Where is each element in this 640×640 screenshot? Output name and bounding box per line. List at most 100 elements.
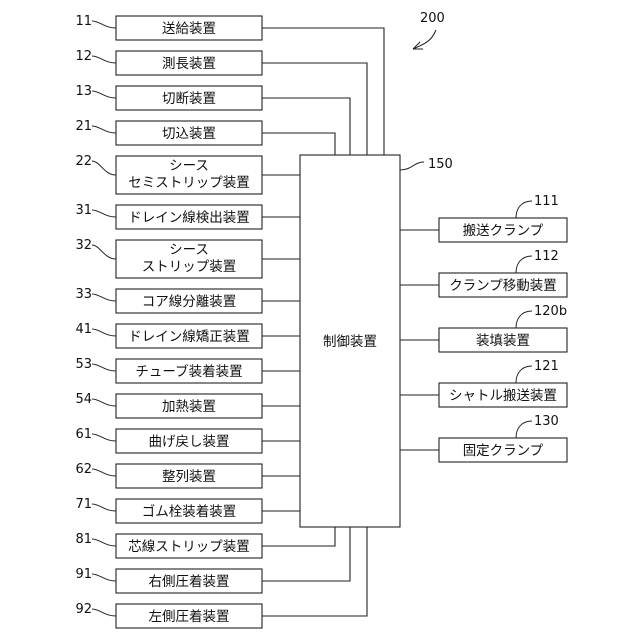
device-ref-61: 61: [75, 427, 92, 442]
device-ref-leader-62: [92, 469, 116, 476]
device-ref-120b: 120b: [534, 304, 567, 319]
right-device-121: シャトル搬送装置 121: [439, 359, 567, 407]
device-label-120b: 装填装置: [476, 333, 530, 349]
device-ref-22: 22: [75, 154, 92, 169]
device-ref-13: 13: [75, 84, 92, 99]
wire-91: [262, 527, 350, 581]
left-device-11: 送給装置 11: [75, 14, 262, 40]
left-device-41: ドレイン線矯正装置 41: [75, 322, 262, 348]
controller: 制御装置 150: [300, 155, 453, 527]
device-ref-11: 11: [75, 14, 92, 29]
device-ref-130: 130: [534, 414, 559, 429]
device-ref-leader-130: [516, 421, 532, 438]
left-device-53: チューブ装着装置 53: [75, 357, 262, 383]
right-devices: 搬送クランプ111 クランプ移動装置 112 装填装置 120b シャトル搬送装置 121 固…: [439, 194, 567, 462]
controller-ref: 150: [428, 157, 453, 172]
device-ref-21: 21: [75, 119, 92, 134]
device-ref-31: 31: [75, 203, 92, 218]
figure-reference: 200: [413, 11, 445, 49]
device-ref-leader-33: [92, 294, 116, 301]
device-ref-41: 41: [75, 322, 92, 337]
device-label-22-line1: シース: [169, 158, 209, 174]
wire-21: [262, 133, 335, 155]
device-label-11: 送給装置: [162, 21, 216, 37]
device-label-62: 整列装置: [162, 469, 216, 485]
device-label-91: 右側圧着装置: [149, 573, 230, 590]
right-device-130: 固定クランプ 130: [439, 414, 567, 462]
device-ref-leader-112: [516, 256, 532, 273]
device-ref-leader-61: [92, 434, 116, 441]
wire-13: [262, 98, 350, 155]
device-label-32-line1: シース: [169, 242, 209, 258]
device-label-12: 測長装置: [162, 56, 216, 72]
device-ref-leader-111: [516, 201, 532, 218]
left-device-71: ゴム栓装着装置 71: [75, 497, 262, 523]
device-ref-53: 53: [75, 357, 92, 372]
device-ref-leader-81: [92, 539, 116, 546]
left-device-21: 切込装置 21: [75, 119, 262, 145]
left-device-62: 整列装置 62: [75, 462, 262, 488]
device-ref-71: 71: [75, 497, 92, 512]
device-ref-leader-92: [92, 609, 116, 616]
device-label-71: ゴム栓装着装置: [142, 503, 237, 520]
device-ref-leader-54: [92, 399, 116, 406]
left-device-54: 加熱装置 54: [75, 392, 262, 418]
device-label-61: 曲げ戻し装置: [149, 434, 230, 450]
left-device-32: シースストリップ装置 32: [75, 238, 262, 278]
device-ref-33: 33: [75, 287, 92, 302]
device-ref-32: 32: [75, 238, 92, 253]
device-ref-leader-11: [92, 21, 116, 28]
right-device-112: クランプ移動装置 112: [439, 249, 567, 297]
device-label-112: クランプ移動装置: [449, 278, 557, 294]
left-device-61: 曲げ戻し装置 61: [75, 427, 262, 453]
figure-ref-number: 200: [420, 11, 445, 26]
device-ref-leader-53: [92, 364, 116, 371]
device-ref-12: 12: [75, 49, 92, 64]
left-device-22: シースセミストリップ装置22: [75, 154, 262, 194]
device-ref-leader-121: [516, 366, 532, 383]
device-label-21: 切込装置: [162, 126, 216, 142]
right-device-120b: 装填装置 120b: [439, 304, 567, 352]
right-device-111: 搬送クランプ111: [439, 194, 567, 242]
device-label-81: 芯線ストリップ装置: [128, 539, 250, 555]
device-label-41: ドレイン線矯正装置: [128, 329, 250, 345]
wire-11: [262, 28, 384, 155]
device-ref-leader-71: [92, 504, 116, 511]
device-ref-leader-41: [92, 329, 116, 336]
device-label-13: 切断装置: [162, 91, 216, 107]
left-device-31: ドレイン線検出装置 31: [75, 203, 262, 229]
device-label-54: 加熱装置: [162, 399, 216, 415]
device-ref-leader-120b: [516, 311, 532, 328]
device-ref-112: 112: [534, 249, 559, 264]
device-ref-121: 121: [534, 359, 559, 374]
controller-ref-leader: [400, 162, 424, 170]
device-label-32-line2: ストリップ装置: [142, 259, 237, 275]
device-ref-111: 111: [534, 194, 559, 209]
device-ref-91: 91: [75, 567, 92, 582]
device-label-53: チューブ装着装置: [135, 363, 242, 380]
device-ref-leader-22: [92, 161, 116, 175]
device-label-33: コア線分離装置: [142, 294, 237, 310]
device-ref-leader-13: [92, 91, 116, 98]
device-ref-62: 62: [75, 462, 92, 477]
device-label-92: 左側圧着装置: [149, 608, 230, 625]
device-ref-leader-12: [92, 56, 116, 63]
wire-12: [262, 63, 367, 155]
left-devices: 送給装置 11 測長装置 12 切断装置 13 切込装置 21 シースセミストリップ装置22 ドレ…: [75, 14, 262, 628]
left-device-81: 芯線ストリップ装置 81: [75, 532, 262, 558]
device-ref-leader-31: [92, 210, 116, 217]
device-ref-54: 54: [75, 392, 92, 407]
device-ref-81: 81: [75, 532, 92, 547]
device-label-31: ドレイン線検出装置: [128, 210, 250, 226]
device-label-130: 固定クランプ: [463, 443, 544, 459]
device-ref-leader-32: [92, 245, 116, 259]
device-ref-leader-91: [92, 574, 116, 581]
left-device-13: 切断装置 13: [75, 84, 262, 110]
left-device-91: 右側圧着装置 91: [75, 567, 262, 593]
device-label-121: シャトル搬送装置: [449, 388, 557, 404]
device-ref-leader-21: [92, 126, 116, 133]
left-device-92: 左側圧着装置92: [75, 602, 262, 628]
controller-label: 制御装置: [323, 334, 377, 350]
